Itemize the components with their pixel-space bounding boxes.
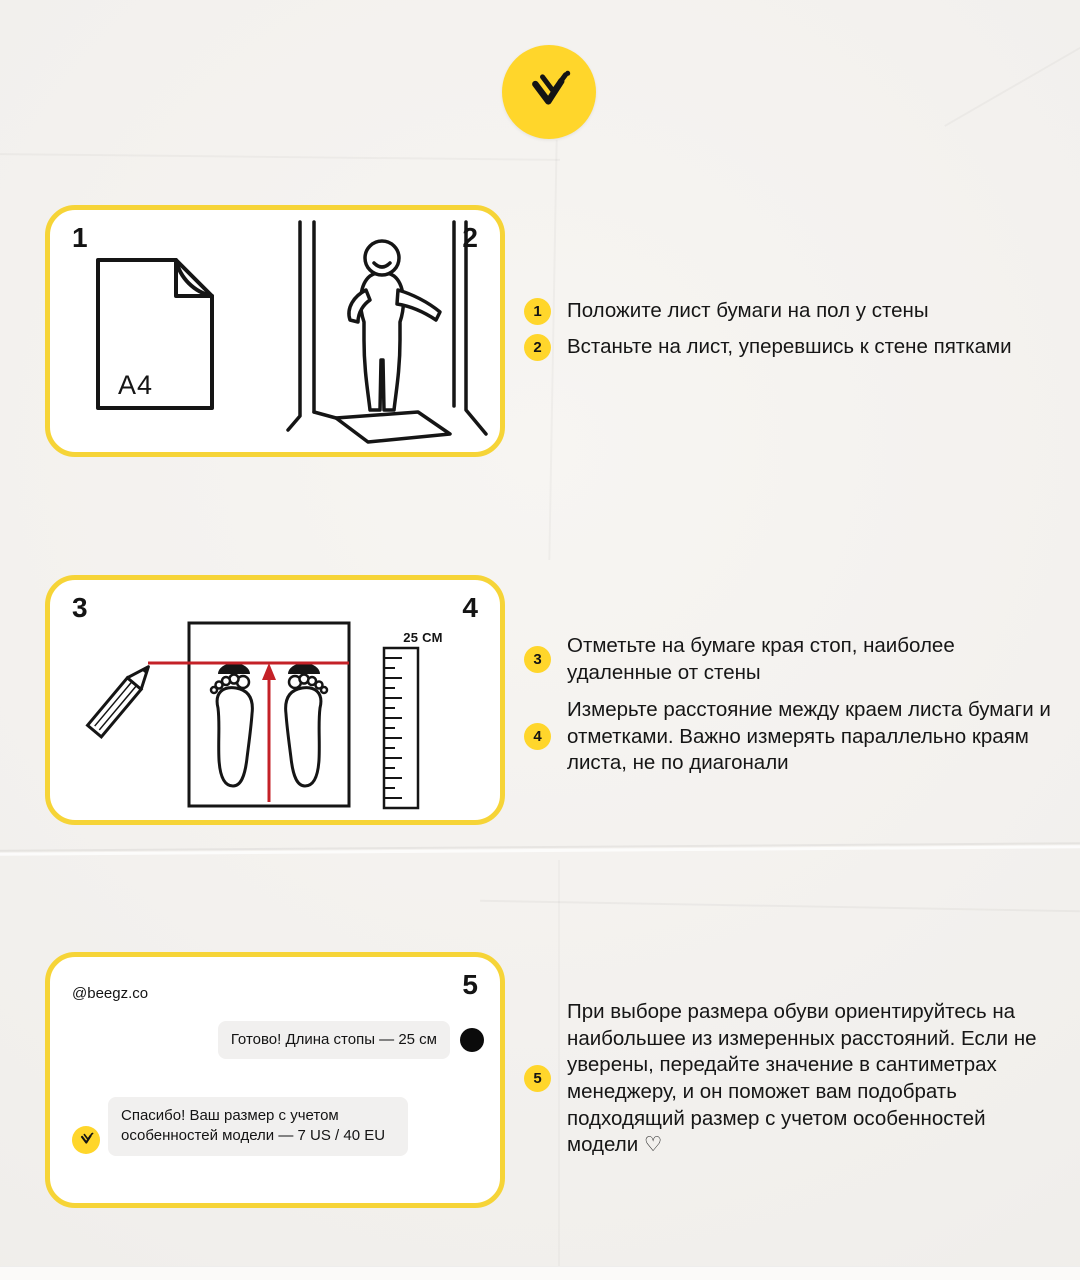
- step-text: Встаньте на лист, уперевшись к стене пят…: [567, 335, 1012, 359]
- measurement-lines: [148, 661, 349, 802]
- a4-label: A4: [118, 370, 153, 400]
- ruler-measurement-label: 25 СМ: [403, 630, 443, 645]
- step-item-2: 2 Встаньте на лист, уперевшись к стене п…: [524, 334, 1012, 361]
- crease-line: [0, 842, 1080, 852]
- bee-logo-icon: [526, 69, 572, 115]
- step-text: При выборе размера обуви ориентируйтесь …: [567, 1000, 1037, 1157]
- step-number-badge: 4: [524, 723, 551, 751]
- toe-mark: [288, 663, 320, 674]
- step-text: Измерьте расстояние между краем листа бу…: [567, 698, 1051, 775]
- toe-mark: [218, 663, 250, 674]
- paper-bottom-edge: [0, 1266, 1080, 1280]
- panel-steps-1-2: 1 2 A4: [45, 205, 505, 457]
- right-footprint: [284, 663, 329, 788]
- bee-avatar-icon: [72, 1125, 100, 1154]
- step-text: Положите лист бумаги на пол у стены: [567, 299, 929, 323]
- left-footprint: [209, 663, 254, 788]
- step-item-1: 1 Положите лист бумаги на пол у стены: [524, 298, 929, 325]
- chat-message-user: Готово! Длина стопы — 25 см: [217, 1021, 484, 1060]
- panel1-number-left: 1: [72, 222, 88, 253]
- chat-bubble: Готово! Длина стопы — 25 см: [217, 1021, 450, 1060]
- black-dot-avatar: [460, 1028, 484, 1053]
- brand-logo: [502, 45, 596, 139]
- step-number-badge: 5: [524, 1065, 551, 1093]
- panel2-number-right: 4: [462, 592, 478, 623]
- chat-message-brand: Спасибо! Ваш размер с учетом особенносте…: [72, 1097, 408, 1156]
- pencil-icon: [85, 665, 150, 739]
- step-text: Отметьте на бумаге края стоп, наиболее у…: [567, 634, 955, 684]
- step-item-5: 5 При выборе размера обуви ориентируйтес…: [524, 999, 1049, 1159]
- step-item-3: 3 Отметьте на бумаге края стоп, наиболее…: [524, 633, 999, 686]
- a4-paper-icon: A4: [96, 258, 214, 410]
- chat-bubble: Спасибо! Ваш размер с учетом особенносте…: [108, 1097, 408, 1156]
- crease-line: [0, 845, 1080, 856]
- panel-step-5-chat: @beegz.co 5 Готово! Длина стопы — 25 см …: [45, 952, 505, 1208]
- person-doorway-icon: [286, 220, 488, 444]
- crease-line: [0, 153, 560, 161]
- panel2-number-left: 3: [72, 592, 88, 623]
- foot-measuring-diagram: [85, 621, 420, 810]
- panel-steps-3-4: 3 4: [45, 575, 505, 825]
- crease-line: [944, 15, 1080, 127]
- ruler-icon: [382, 646, 420, 810]
- step-item-4: 4 Измерьте расстояние между краем листа …: [524, 697, 1069, 777]
- step-number-badge: 2: [524, 334, 551, 361]
- step-number-badge: 1: [524, 298, 551, 325]
- brand-handle: @beegz.co: [72, 985, 149, 1002]
- panel3-number-right: 5: [462, 969, 478, 1000]
- crease-line: [480, 900, 1080, 912]
- step-number-badge: 3: [524, 646, 551, 674]
